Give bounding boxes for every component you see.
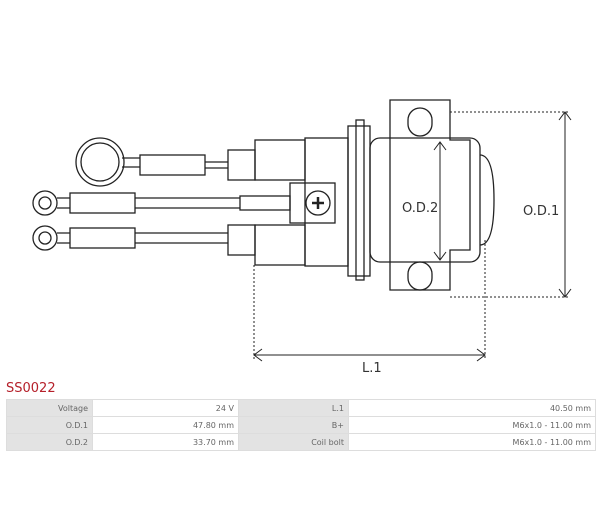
product-code: SS0022 xyxy=(6,381,56,396)
spec-label: Voltage xyxy=(6,399,93,417)
table-row: Voltage 24 V L.1 40.50 mm xyxy=(6,399,596,417)
spec-label: Coil bolt xyxy=(238,433,349,451)
spec-value: 47.80 mm xyxy=(92,416,239,434)
spec-label: L.1 xyxy=(238,399,349,417)
spec-value: 40.50 mm xyxy=(348,399,596,417)
specs-table: Voltage 24 V L.1 40.50 mm O.D.1 47.80 mm… xyxy=(6,399,596,451)
solenoid-drawing: O.D.2 O.D.1 L.1 xyxy=(32,99,572,376)
table-row: O.D.2 33.70 mm Coil bolt M6x1.0 - 11.00 … xyxy=(6,433,596,451)
spec-label: O.D.2 xyxy=(6,433,93,451)
spec-value: M6x1.0 - 11.00 mm xyxy=(348,433,596,451)
od1-label: O.D.1 xyxy=(523,204,559,219)
solenoid-body xyxy=(32,99,495,291)
dimension-lines xyxy=(253,111,572,362)
spec-value: 33.70 mm xyxy=(92,433,239,451)
spec-value: 24 V xyxy=(92,399,239,417)
od2-label: O.D.2 xyxy=(402,201,438,216)
spec-label: B+ xyxy=(238,416,349,434)
l1-label: L.1 xyxy=(362,361,382,376)
spec-value: M6x1.0 - 11.00 mm xyxy=(348,416,596,434)
spec-label: O.D.1 xyxy=(6,416,93,434)
table-row: O.D.1 47.80 mm B+ M6x1.0 - 11.00 mm xyxy=(6,416,596,434)
